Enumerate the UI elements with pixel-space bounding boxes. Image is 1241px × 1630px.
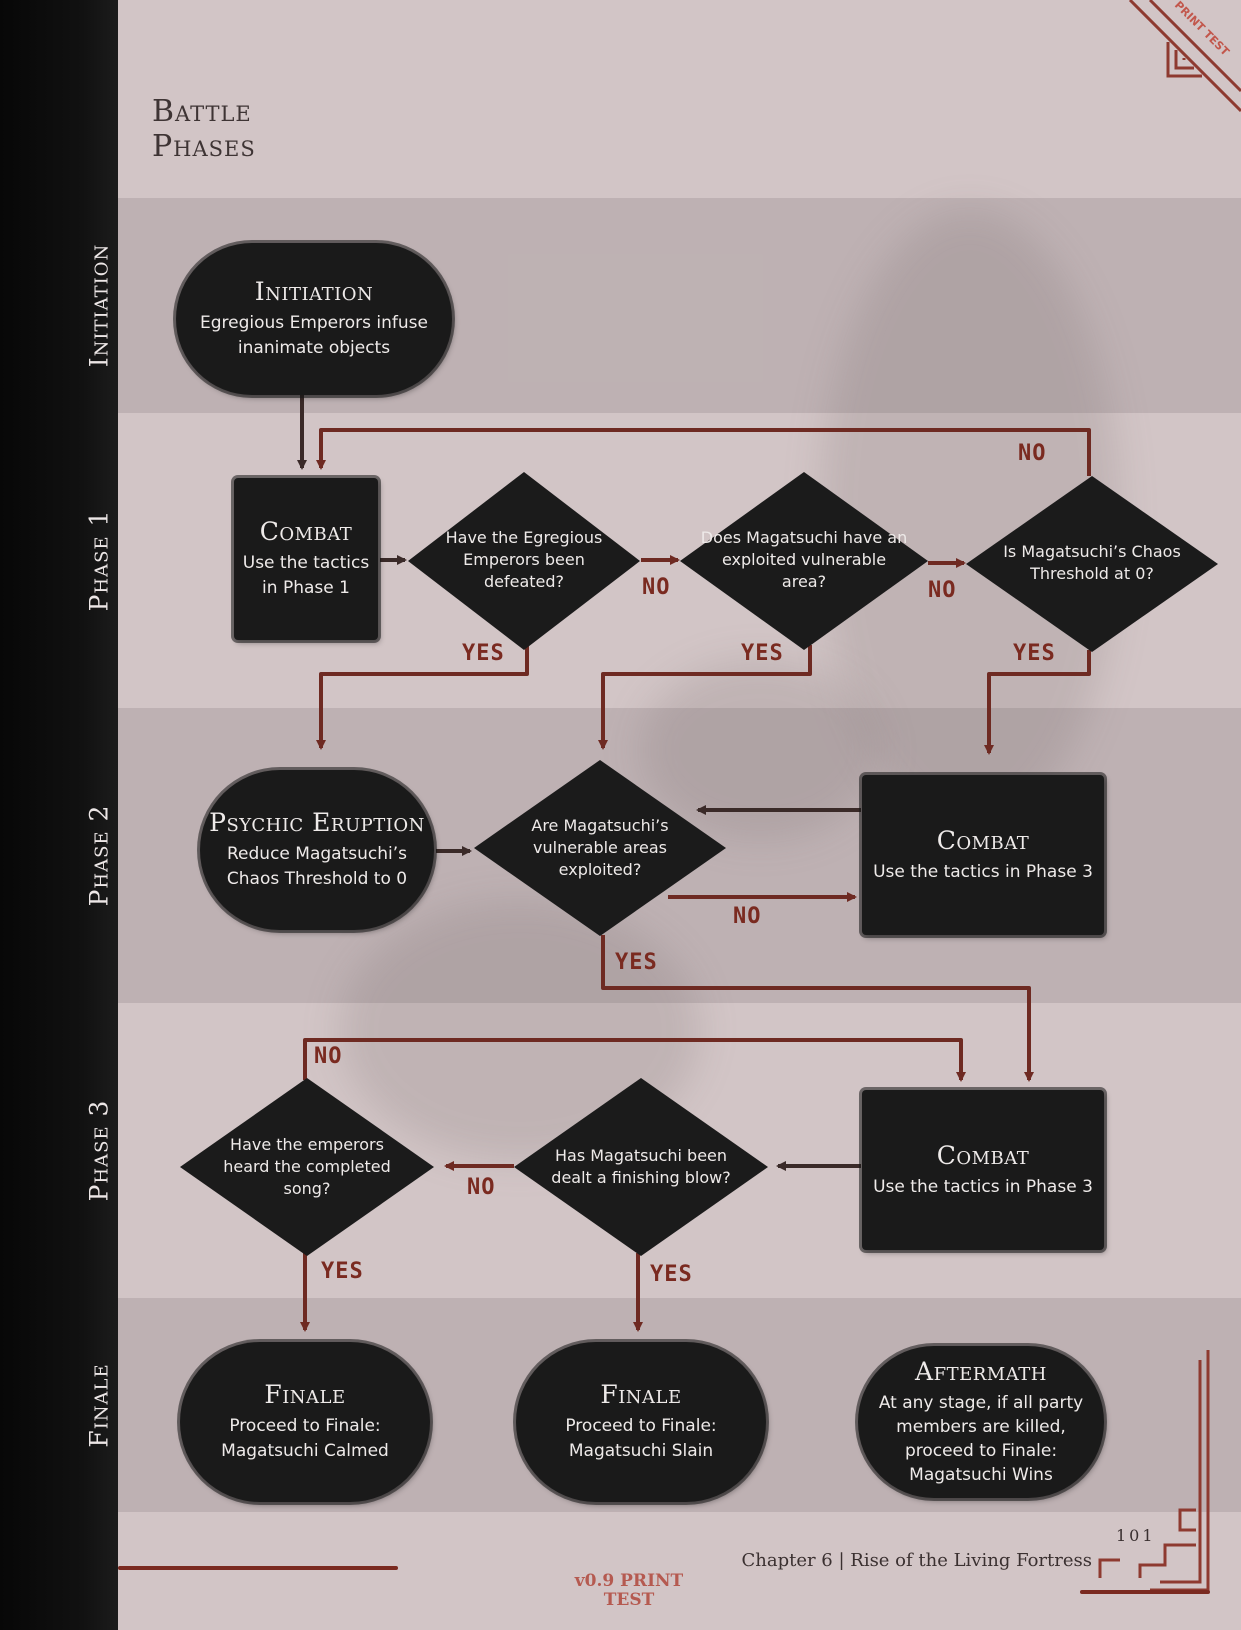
- edge-chaos-no-to-combat1: [316, 428, 1091, 476]
- label-yes-blow: YES: [650, 1262, 693, 1287]
- edge-song-no-to-combat3: [303, 1038, 966, 1082]
- node-body: Use the tactics in Phase 3: [873, 1176, 1093, 1197]
- version-line2: TEST: [603, 1590, 655, 1610]
- decision-text: Have the emperors heard the completed so…: [223, 1135, 391, 1198]
- node-combat-phase2-text: Combat Use the tactics in Phase 3: [872, 780, 1094, 930]
- node-body: Reduce Magatsuchi’s Chaos Threshold to 0: [226, 844, 408, 889]
- node-aftermath: [858, 1346, 1104, 1498]
- label-yes-q3: YES: [1013, 641, 1056, 666]
- node-body: At any stage, if all party members are k…: [878, 1393, 1084, 1485]
- node-psychic-eruption-text: Psychic Eruption Reduce Magatsuchi’s Cha…: [200, 776, 434, 924]
- decision-chaos-threshold-text: Is Magatsuchi’s Chaos Threshold at 0?: [1000, 530, 1184, 596]
- decision-text: Does Magatsuchi have an exploited vulner…: [700, 528, 908, 591]
- node-body: Proceed to Finale: Magatsuchi Slain: [565, 1416, 717, 1461]
- page-number: 101: [1116, 1526, 1156, 1545]
- label-yes-q1: YES: [462, 641, 505, 666]
- label-no-q1: NO: [642, 575, 671, 600]
- page-title: Battle Phases: [152, 94, 372, 164]
- node-body: Egregious Emperors infuse inanimate obje…: [200, 313, 428, 358]
- node-combat-phase1: [234, 478, 378, 640]
- node-combat-phase1-text: Combat Use the tactics in Phase 1: [238, 482, 374, 636]
- label-yes-vulnerable: YES: [615, 950, 658, 975]
- node-title: Psychic Eruption: [209, 808, 425, 837]
- edge-vulnerable-yes-to-combat3: [601, 935, 1034, 1082]
- node-finale-calmed-text: Finale Proceed to Finale: Magatsuchi Cal…: [190, 1350, 420, 1494]
- node-body: Proceed to Finale: Magatsuchi Calmed: [221, 1416, 389, 1461]
- node-finale-slain-text: Finale Proceed to Finale: Magatsuchi Sla…: [526, 1350, 756, 1494]
- node-aftermath-text: Aftermath At any stage, if all party mem…: [868, 1344, 1094, 1500]
- label-no-blow: NO: [467, 1175, 496, 1200]
- decision-exploited-area-text: Does Magatsuchi have an exploited vulner…: [700, 522, 908, 598]
- footer-brush-line-left: [118, 1566, 398, 1570]
- node-psychic-eruption: [200, 770, 434, 930]
- node-title: Combat: [259, 517, 353, 546]
- node-initiation-text: Initiation Egregious Emperors infuse ina…: [186, 253, 442, 385]
- node-title: Aftermath: [915, 1357, 1047, 1386]
- node-title: Combat: [936, 825, 1030, 855]
- node-finale-calmed: [180, 1342, 430, 1502]
- node-combat-phase3-text: Combat Use the tactics in Phase 3: [872, 1096, 1094, 1244]
- edge-q1-yes-to-psychic: [316, 645, 529, 750]
- edge-q3-yes-to-combat2: [984, 650, 1091, 755]
- node-combat-phase2: [862, 775, 1104, 935]
- decision-text: Are Magatsuchi’s vulnerable areas exploi…: [531, 816, 669, 879]
- node-finale-slain: [516, 1342, 766, 1502]
- node-initiation: [176, 243, 452, 395]
- label-yes-q2: YES: [741, 641, 784, 666]
- left-sidebar-strip: [0, 0, 118, 1630]
- node-body: Use the tactics in Phase 1: [242, 553, 370, 598]
- decision-completed-song-text: Have the emperors heard the completed so…: [214, 1130, 400, 1204]
- page-title-line1: Battle: [152, 94, 252, 129]
- node-title: Finale: [264, 1380, 346, 1409]
- node-title: Combat: [936, 1140, 1030, 1170]
- label-no-vulnerable: NO: [733, 904, 762, 929]
- node-body: Use the tactics in Phase 3: [873, 861, 1093, 882]
- node-title: Initiation: [254, 277, 374, 306]
- label-no-song: NO: [314, 1044, 343, 1069]
- edge-q2-yes-to-vulnerable: [598, 645, 812, 750]
- footer-brush-line-right: [1080, 1590, 1210, 1594]
- decision-vulnerable-exploited-text: Are Magatsuchi’s vulnerable areas exploi…: [514, 812, 686, 884]
- chapter-footer: Chapter 6 | Rise of the Living Fortress: [741, 1550, 1092, 1571]
- decision-text: Has Magatsuchi been dealt a finishing bl…: [551, 1146, 731, 1187]
- page-title-line2: Phases: [152, 129, 256, 164]
- decision-finishing-blow-text: Has Magatsuchi been dealt a finishing bl…: [550, 1130, 732, 1204]
- decision-text: Have the Egregious Emperors been defeate…: [445, 528, 603, 591]
- label-no-q2: NO: [928, 578, 957, 603]
- node-title: Finale: [600, 1380, 682, 1409]
- version-line1: v0.9 PRINT: [574, 1571, 684, 1591]
- node-combat-phase3: [862, 1090, 1104, 1250]
- decision-text: Is Magatsuchi’s Chaos Threshold at 0?: [1003, 542, 1181, 583]
- label-yes-song: YES: [321, 1259, 364, 1284]
- decision-emperors-defeated-text: Have the Egregious Emperors been defeate…: [434, 520, 614, 600]
- version-print-test: v0.9 PRINT TEST: [548, 1572, 710, 1610]
- label-no-chaos-loop: NO: [1018, 441, 1047, 466]
